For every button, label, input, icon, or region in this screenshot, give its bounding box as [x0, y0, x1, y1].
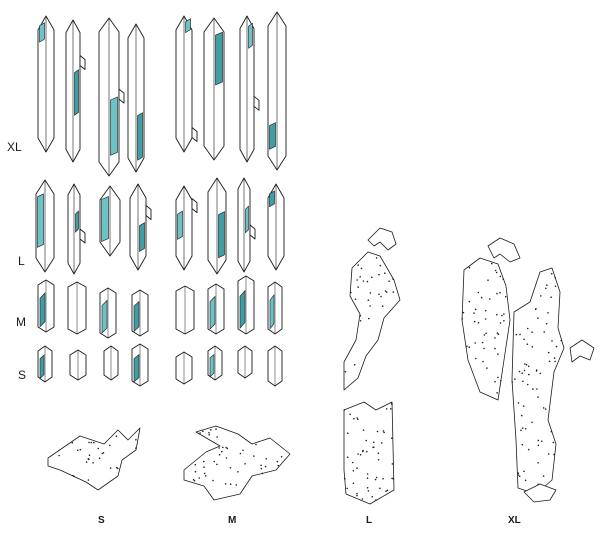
column-label-s: S — [98, 515, 105, 526]
flat-panel-l-bottom — [343, 401, 395, 505]
rivet-dots — [461, 262, 507, 394]
s-module-3 — [103, 345, 119, 381]
m-module-7 — [237, 275, 255, 335]
l-module-6 — [207, 177, 227, 275]
l-module-5 — [175, 185, 198, 271]
flat-pattern-m — [183, 425, 291, 501]
flat-pattern-l — [343, 227, 401, 505]
xl-module-5 — [175, 15, 198, 153]
xl-module-3 — [98, 17, 125, 177]
flat-panel-xl-left — [461, 257, 511, 401]
component-grid — [35, 11, 287, 387]
loose-bracket-xl-side — [569, 339, 595, 363]
l-module-1 — [35, 179, 55, 273]
l-module-7 — [237, 177, 256, 273]
flat-pattern-xl — [461, 237, 595, 503]
flat-panel-m — [183, 425, 291, 501]
s-module-8 — [267, 345, 283, 387]
column-label-m: M — [228, 515, 237, 526]
rivet-dots — [343, 402, 395, 501]
rivet-dots — [511, 273, 562, 486]
rivet-dots — [344, 257, 395, 373]
m-module-1 — [37, 279, 55, 333]
m-module-5 — [175, 285, 195, 335]
xl-module-1 — [37, 15, 55, 153]
column-label-l: L — [366, 515, 373, 526]
m-module-3 — [99, 287, 117, 339]
s-module-2 — [69, 349, 87, 381]
row-label-l: L — [18, 254, 25, 268]
row-label-s: S — [18, 368, 27, 382]
m-module-2 — [67, 281, 87, 335]
rivet-dots — [192, 428, 283, 486]
s-module-6 — [207, 345, 223, 381]
loose-bracket-xl-top — [487, 237, 521, 263]
s-module-7 — [237, 345, 253, 379]
flat-panel-l-top — [343, 251, 401, 391]
s-module-1 — [37, 345, 53, 383]
xl-module-6 — [203, 17, 225, 161]
xl-module-8 — [267, 11, 287, 171]
l-module-4 — [129, 183, 152, 271]
l-module-8 — [267, 183, 285, 271]
column-label-xl: XL — [508, 515, 521, 526]
l-module-2 — [67, 183, 86, 275]
m-module-8 — [267, 281, 283, 335]
xl-module-4 — [127, 23, 145, 173]
flat-panel-s — [47, 427, 141, 491]
row-label-m: M — [16, 315, 26, 329]
xl-module-7 — [239, 15, 260, 163]
flat-panel-xl-right — [511, 267, 565, 495]
flat-pattern-s — [47, 427, 141, 491]
l-module-3 — [99, 185, 121, 257]
m-module-6 — [207, 283, 225, 335]
xl-module-2 — [65, 19, 86, 163]
row-label-xl: XL — [7, 140, 22, 154]
s-module-4 — [131, 343, 149, 387]
m-module-4 — [131, 289, 149, 337]
rivet-dots — [58, 435, 137, 481]
loose-bracket-l — [367, 227, 397, 251]
s-module-5 — [175, 351, 193, 385]
loose-bracket-xl-bottom — [523, 483, 557, 503]
